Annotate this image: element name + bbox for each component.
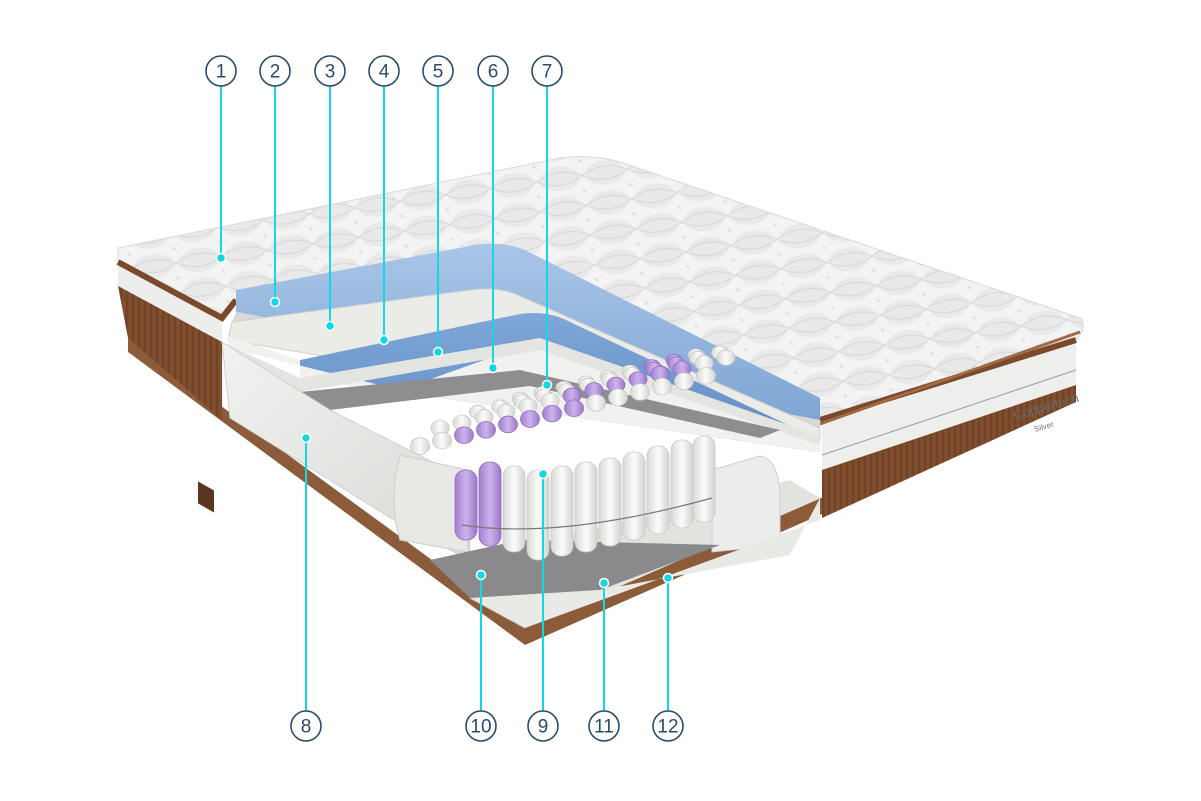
spring-cap (542, 404, 562, 423)
felt-bottom (430, 540, 720, 598)
callout-circle (465, 710, 497, 742)
callout-target-dot (541, 379, 553, 391)
spring-cap (476, 421, 496, 439)
spring-wire (461, 497, 713, 530)
callout-target-dot (598, 577, 610, 589)
callout-number: 8 (301, 717, 312, 738)
spring-pocket (622, 451, 646, 541)
felt-top (300, 370, 780, 438)
callout-9: 9 (527, 468, 559, 742)
callout-target-dot (378, 334, 390, 346)
spring-cap (454, 426, 474, 444)
callout-number: 11 (594, 717, 614, 738)
spring-cap (608, 388, 628, 407)
callout-12: 12 (652, 572, 684, 742)
callout-number: 6 (488, 62, 499, 83)
callout-number: 12 (657, 717, 678, 738)
callout-target-dot (487, 362, 499, 374)
callout-circle (259, 55, 291, 87)
callout-circle (527, 710, 559, 742)
callout-2: 2 (259, 55, 291, 308)
spring-cap (410, 437, 430, 455)
callout-target-dot (300, 432, 312, 444)
callout-target-dot (269, 296, 281, 308)
callout-number: 5 (433, 62, 444, 83)
callout-number: 9 (538, 717, 549, 738)
spring-pocket (454, 469, 478, 541)
callout-number: 2 (270, 62, 281, 83)
handle-tag (198, 481, 214, 513)
callout-circle (422, 55, 454, 87)
callout-target-dot (662, 572, 674, 584)
callout-circle (652, 710, 684, 742)
callout-circle (588, 710, 620, 742)
callout-6: 6 (477, 55, 509, 374)
brand-sublabel: Silver (1033, 420, 1055, 434)
callout-target-dot (324, 320, 336, 332)
pocket-springs (410, 345, 736, 561)
callout-5: 5 (422, 55, 454, 358)
spring-cap (696, 367, 716, 385)
callout-7: 7 (531, 55, 563, 391)
callout-3: 3 (314, 55, 346, 332)
spring-cap (520, 410, 540, 428)
spring-pocket (598, 457, 622, 547)
side-panel-white-left (118, 262, 222, 342)
mattress-illustration: Coppertech Silver (116, 156, 1084, 645)
callout-circle (290, 710, 322, 742)
callout-number: 1 (216, 62, 227, 83)
spring-cap (630, 383, 650, 401)
spring-pocket (670, 439, 694, 529)
callout-number: 10 (470, 717, 491, 738)
foam-encasement-end-left (393, 454, 469, 553)
foam-board-bottom (470, 498, 820, 628)
spring-pocket (646, 445, 670, 535)
side-panel-copper-right (822, 385, 1076, 518)
spring-pocket (478, 461, 502, 547)
callout-10: 10 (465, 569, 497, 742)
callout-circle (368, 55, 400, 87)
callout-circle (477, 55, 509, 87)
spring-pocket (692, 435, 716, 523)
spring-pocket (502, 465, 526, 553)
spring-pocket (574, 461, 598, 553)
callout-circle (531, 55, 563, 87)
callout-number: 4 (379, 62, 390, 83)
callout-4: 4 (368, 55, 400, 346)
spring-pocket (526, 469, 550, 561)
callout-number: 7 (542, 62, 553, 83)
callout-target-dot (215, 252, 227, 264)
callout-11: 11 (588, 577, 620, 742)
callout-1: 1 (205, 55, 237, 264)
spring-cap (432, 431, 452, 450)
spring-cap (716, 349, 736, 366)
spring-cap (652, 377, 672, 396)
callout-number: 3 (325, 62, 336, 83)
foam-encasement-end-right (711, 455, 781, 553)
spring-cap (586, 394, 606, 412)
base-border (128, 338, 1076, 645)
callout-target-dot (537, 468, 549, 480)
side-panel-white-right (822, 340, 1076, 470)
callout-circle (205, 55, 237, 87)
callout-target-dot (475, 569, 487, 581)
spring-cap (564, 399, 584, 417)
callout-8: 8 (290, 432, 322, 742)
callout-circle (314, 55, 346, 87)
callout-target-dot (432, 346, 444, 358)
spring-cap (674, 372, 694, 390)
spring-pocket (550, 465, 574, 557)
spring-cap (498, 415, 518, 434)
side-panel-copper-left (118, 286, 222, 420)
